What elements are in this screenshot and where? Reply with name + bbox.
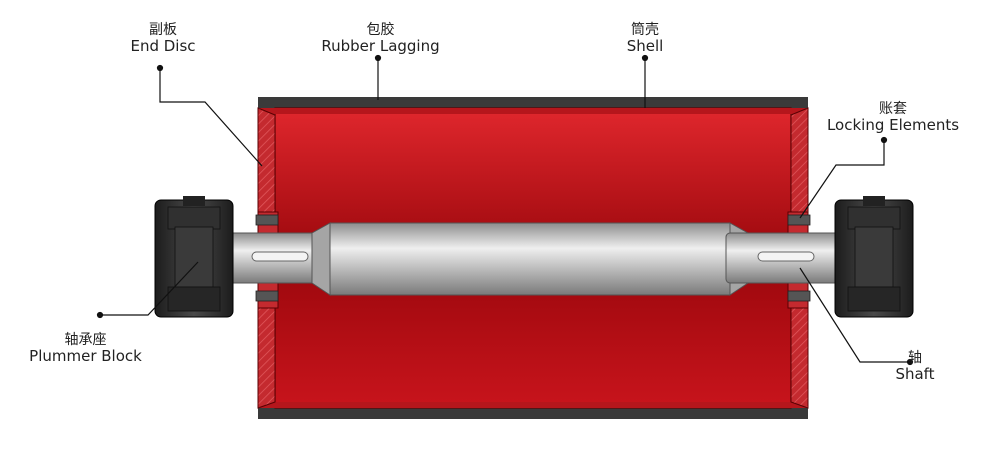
label-plummer-block-en: Plummer Block (29, 347, 142, 366)
leader-shaft (799, 267, 910, 363)
label-rubber-lagging-zh: 包胶 (366, 22, 395, 38)
label-end-disc-zh: 副板 (149, 22, 177, 38)
leader-locking-elements (799, 140, 885, 219)
label-shell: 筒壳 Shell (615, 22, 675, 55)
label-shaft-zh: 轴 (908, 350, 922, 366)
label-locking-elements-en: Locking Elements (826, 116, 960, 135)
label-rubber-lagging-en: Rubber Lagging (321, 37, 440, 56)
label-shell-en: Shell (626, 37, 664, 56)
label-shaft-en: Shaft (895, 365, 935, 384)
locking-element-right (787, 214, 811, 302)
label-plummer-block-zh: 轴承座 (64, 332, 107, 348)
label-shell-zh: 筒壳 (631, 22, 659, 38)
locking-element-left (255, 214, 279, 302)
plummer-block-left (154, 196, 234, 318)
leader-plummer-block (100, 261, 199, 316)
label-locking-elements: 账套 Locking Elements (818, 101, 968, 134)
rubber-lagging (258, 97, 808, 419)
label-end-disc: 副板 End Disc (118, 22, 208, 55)
label-plummer-block: 轴承座 Plummer Block (18, 332, 153, 365)
plummer-block-right (834, 196, 914, 318)
label-rubber-lagging: 包胶 Rubber Lagging (313, 22, 448, 55)
leader-end-disc (159, 68, 263, 167)
leader-lines (96, 54, 914, 366)
shaft (219, 222, 847, 296)
label-locking-elements-zh: 账套 (879, 101, 907, 117)
label-shaft: 轴 Shaft (885, 350, 945, 383)
label-end-disc-en: End Disc (130, 37, 196, 56)
